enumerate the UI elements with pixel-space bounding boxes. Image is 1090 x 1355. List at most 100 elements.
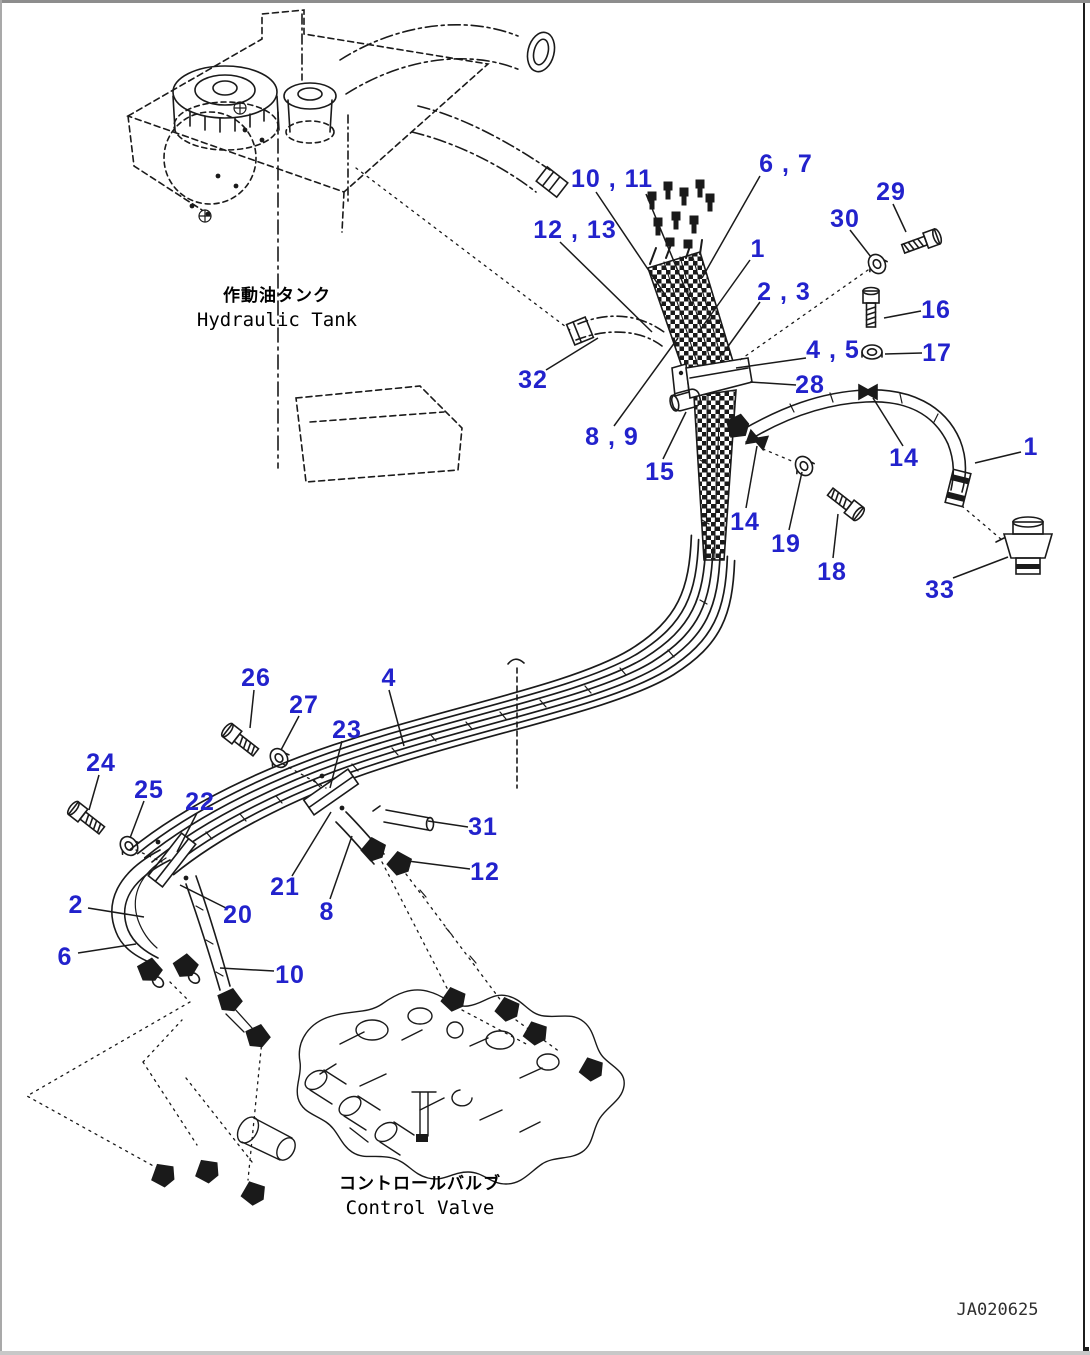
return-hose-fitting [535, 165, 569, 199]
leader-line-4-5 [735, 357, 807, 369]
leader-line-29 [892, 203, 907, 233]
callout-12-13: 12 , 13 [533, 216, 616, 244]
hydraulic-tank-label-jp: 作動油タンク [223, 286, 331, 306]
callout-10-bot: 10 [275, 961, 305, 989]
leader-line-30 [849, 229, 872, 258]
leader-line-15 [662, 411, 687, 460]
leader-line-2-3 [723, 301, 761, 353]
valve-side-cylinder [236, 1116, 296, 1161]
hydraulic-tank-label-en: Hydraulic Tank [196, 309, 358, 331]
leader-line-6-7 [701, 175, 761, 279]
pipe-31-drawing [372, 805, 435, 832]
callout-8-mid: 8 [320, 898, 335, 926]
leader-line-18 [832, 513, 839, 559]
frame-bottom-edge [0, 1351, 1090, 1355]
callout-12-mid: 12 [470, 858, 500, 886]
callout-1-top: 1 [751, 235, 766, 263]
suction-hose-drawing [339, 23, 521, 95]
callout-10-11: 10 , 11 [571, 165, 653, 193]
bolt-29 [899, 227, 944, 258]
leader-line-10-bot [219, 967, 275, 972]
callout-14-r: 14 [889, 444, 919, 472]
datum-marks [198, 101, 247, 223]
callout-6-7: 6 , 7 [759, 150, 813, 178]
leader-line-12-mid [399, 859, 471, 870]
leader-line-1-top [699, 259, 751, 331]
callout-29: 29 [876, 178, 906, 206]
hose-bundle-sweep [129, 534, 736, 876]
leader-line-25 [129, 800, 145, 839]
callout-21: 21 [270, 873, 300, 901]
nut-17 [861, 344, 883, 360]
cover-circle [163, 111, 257, 205]
clamp-22-drawing [147, 832, 197, 888]
washer-30 [862, 249, 892, 279]
hose-2-6-10-drawing [111, 849, 273, 1052]
clamp-23-drawing [302, 768, 360, 816]
cover-bolts [189, 127, 265, 217]
callout-4-mid: 4 [382, 664, 397, 692]
hose-1-coupling [944, 468, 972, 508]
construction-line [355, 167, 571, 331]
hose-end-ring [526, 31, 556, 73]
control-valve-label: コントロールバルブ Control Valve [260, 1172, 580, 1220]
callout-31: 31 [468, 813, 498, 841]
leader-line-6 [77, 943, 137, 954]
bolt-24 [64, 798, 108, 838]
callout-6: 6 [58, 943, 73, 971]
leader-line-8-9 [613, 337, 679, 427]
frame-left-edge [0, 0, 2, 1355]
callout-27: 27 [289, 691, 319, 719]
leader-line-20 [179, 884, 227, 909]
leader-line-10-11 [595, 191, 673, 306]
fitting-cluster [647, 179, 715, 249]
part-33-drawing [995, 516, 1054, 575]
control-valve-drawing [236, 989, 625, 1185]
leader-line-14-l [745, 445, 758, 509]
leader-line-32 [545, 337, 599, 371]
leader-line-26 [249, 689, 255, 729]
callout-22: 22 [185, 788, 215, 816]
leader-line-4-mid [388, 689, 405, 747]
callout-25: 25 [134, 776, 164, 804]
callout-17: 17 [922, 339, 952, 367]
assembly-dotted-links [135, 269, 869, 863]
leader-line-12-13 [559, 241, 653, 333]
callout-19: 19 [771, 530, 801, 558]
control-valve-label-en: Control Valve [345, 1197, 495, 1219]
leader-line-27 [280, 715, 300, 751]
callout-15: 15 [645, 458, 675, 486]
hose-32-drawing [565, 315, 665, 347]
leader-line-17 [884, 352, 923, 355]
frame-right-edge [1083, 3, 1085, 1351]
callout-2-l: 2 [69, 891, 84, 919]
washer-19 [789, 451, 819, 481]
valve-stud [411, 1091, 437, 1137]
leader-line-33 [952, 556, 1009, 579]
valve-ports [304, 1069, 415, 1156]
breather-cap-drawing [172, 65, 280, 151]
bolt-26 [218, 720, 262, 760]
leader-line-23 [329, 740, 343, 789]
leader-line-31 [427, 820, 469, 828]
callout-20: 20 [223, 901, 253, 929]
drawing-number: JA020625 [956, 1300, 1039, 1320]
hose-texture-ticks [205, 459, 710, 840]
valve-port-fittings-left [150, 1157, 270, 1209]
leader-line-24 [88, 774, 100, 811]
control-valve-label-jp: コントロールバルブ [339, 1174, 501, 1194]
frame-top-edge [0, 0, 1090, 3]
part-15-drawing [669, 388, 702, 412]
callout-8-9: 8 , 9 [585, 423, 639, 451]
callout-28: 28 [795, 371, 825, 399]
hose-1-drawing [725, 384, 1003, 541]
hydraulic-tank-label: 作動油タンク Hydraulic Tank [127, 284, 427, 332]
tie-band [507, 658, 525, 789]
callout-30: 30 [830, 205, 860, 233]
leader-line-14-r [872, 397, 904, 447]
callout-4-5: 4 , 5 [806, 336, 860, 364]
projection-lines-bottom-left [25, 981, 263, 1181]
callout-2-3: 2 , 3 [757, 278, 811, 306]
